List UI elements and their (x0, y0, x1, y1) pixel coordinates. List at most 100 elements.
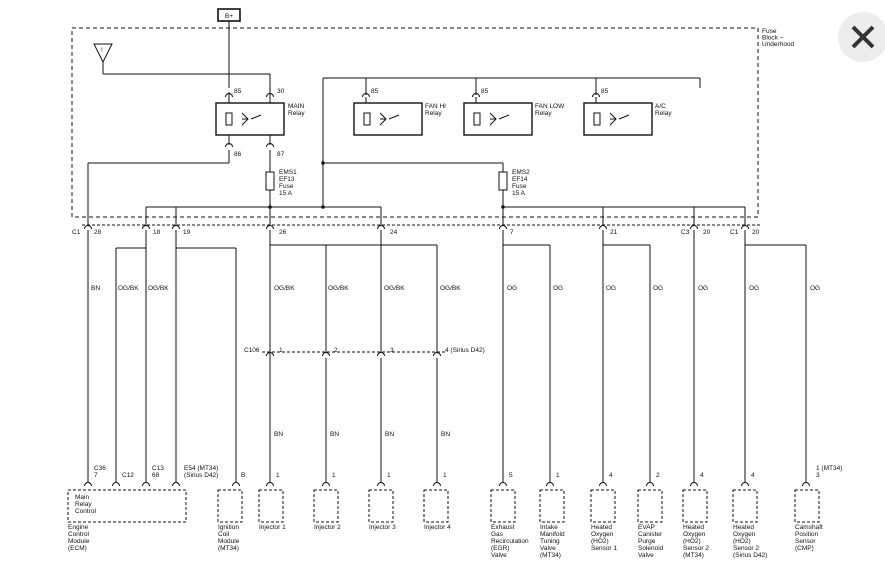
ho2-2-mt34-label: Sensor 2 (683, 545, 709, 552)
wire-color-label: OG (553, 285, 563, 292)
pin-label: 19 (183, 229, 191, 236)
wire-color-label: BN (385, 431, 394, 438)
wire-color-label: BN (274, 431, 283, 438)
terminal (377, 225, 385, 230)
terminal (499, 482, 507, 487)
connector-label: C12 (122, 472, 134, 479)
terminal (266, 143, 274, 148)
pin-label: 4 (700, 472, 704, 479)
ho2-1-box (590, 489, 616, 523)
pin-label: 20 (703, 229, 711, 236)
wire-color-label: OG (606, 285, 616, 292)
ignition-coil-label: (MT34) (218, 545, 239, 552)
connector-label: C1 (730, 229, 739, 236)
pin-label: 28 (94, 229, 102, 236)
pin-label: 1 (279, 347, 283, 354)
ac-relay-box (583, 102, 653, 136)
connector-label: C36 (94, 465, 106, 472)
fuse-ems1 (265, 171, 275, 191)
splice-dot (321, 161, 325, 165)
ecm-label: (ECM) (68, 545, 87, 552)
injector-3-box (368, 489, 394, 523)
main-relay-label: Relay (288, 110, 305, 117)
pin-label: 85 (371, 88, 379, 95)
ho2-2-mt34-box (682, 489, 708, 523)
terminal (266, 482, 274, 487)
fuse-ems2-label: Fuse (512, 183, 527, 190)
wire-color-label: BN (330, 431, 339, 438)
terminal (741, 482, 749, 487)
fan-hi-relay-switch (388, 114, 400, 120)
close-button[interactable] (838, 12, 885, 62)
egr-box (490, 489, 516, 523)
ecm-label: Control (68, 531, 90, 538)
close-icon (851, 25, 875, 49)
fuse-ems2-label: EF14 (512, 176, 528, 183)
splice-dot (321, 205, 325, 209)
fuse-ems1-label: EMS1 (279, 169, 297, 176)
ac-relay-coil-x (609, 112, 617, 126)
pin-label: 1 (387, 472, 391, 479)
evap-label: Purge (638, 538, 656, 545)
fuse-ems2 (498, 171, 508, 191)
injector-4-box (423, 489, 449, 523)
ho2-2-sirius-label: Oxygen (733, 531, 756, 538)
main-relay-coil-x (241, 112, 249, 126)
wire-color-label: OG (653, 285, 663, 292)
injector-3-label: Injector 3 (369, 524, 396, 531)
egr-label: Recirculation (491, 538, 529, 545)
ho2-2-sirius-label: (HO2) (733, 538, 751, 545)
pin-label: 86 (234, 151, 242, 158)
terminal (802, 482, 810, 487)
ignition-coil-label: Coil (218, 531, 230, 538)
terminal (142, 482, 150, 487)
pin-label: 1 (332, 472, 336, 479)
ecm-box-label: Control (75, 508, 97, 515)
ignition-coil-box (217, 489, 243, 523)
evap-label: Valve (638, 552, 654, 559)
intake-manifold-label: (MT34) (540, 552, 561, 559)
pin-label: 7 (510, 229, 514, 236)
injector-1-box (258, 489, 284, 523)
egr-label: Exhaust (491, 524, 515, 531)
injector-4-label: Injector 4 (424, 524, 451, 531)
ho2-1-label: (HO2) (591, 538, 609, 545)
ac-relay-switch (618, 114, 630, 120)
terminal (599, 225, 607, 230)
pin-label: B (241, 472, 245, 479)
wire-color-label: OG/BK (118, 285, 139, 292)
terminal (690, 482, 698, 487)
ho2-2-sirius-label: Heated (733, 524, 754, 531)
fuse-ems2-label: 15 A (512, 190, 526, 197)
terminal (172, 482, 180, 487)
ecm-label: Engine (68, 524, 89, 531)
terminal (377, 482, 385, 487)
wire-color-label: OG (507, 285, 517, 292)
evap-label: EVAP (638, 524, 655, 531)
ac-relay-label: A/C (655, 103, 666, 110)
ho2-2-sirius-label: (Sirius D42) (733, 552, 767, 559)
fan-low-relay-box (463, 102, 533, 136)
intake-manifold-label: Manifold (540, 531, 565, 538)
fan-hi-relay-coil (363, 112, 371, 126)
main-relay-switch (250, 114, 262, 120)
wire-color-label: OG (810, 285, 820, 292)
wire-color-label: OG (698, 285, 708, 292)
terminal (646, 482, 654, 487)
intake-manifold-box (539, 489, 565, 523)
ho2-1-label: Heated (591, 524, 612, 531)
injector-2-box (313, 489, 339, 523)
pin-label: 24 (390, 229, 398, 236)
evap-label: Canister (638, 531, 663, 538)
terminal (84, 225, 92, 230)
injector-2-label: Injector 2 (314, 524, 341, 531)
wire-color-label: BN (91, 285, 100, 292)
terminal (84, 482, 92, 487)
terminal (377, 352, 385, 357)
injector-1-label: Injector 1 (259, 524, 286, 531)
terminal (690, 225, 698, 230)
pin-label: 85 (481, 88, 489, 95)
ho2-2-sirius-box (732, 489, 758, 523)
connector-label: C1 (72, 229, 81, 236)
